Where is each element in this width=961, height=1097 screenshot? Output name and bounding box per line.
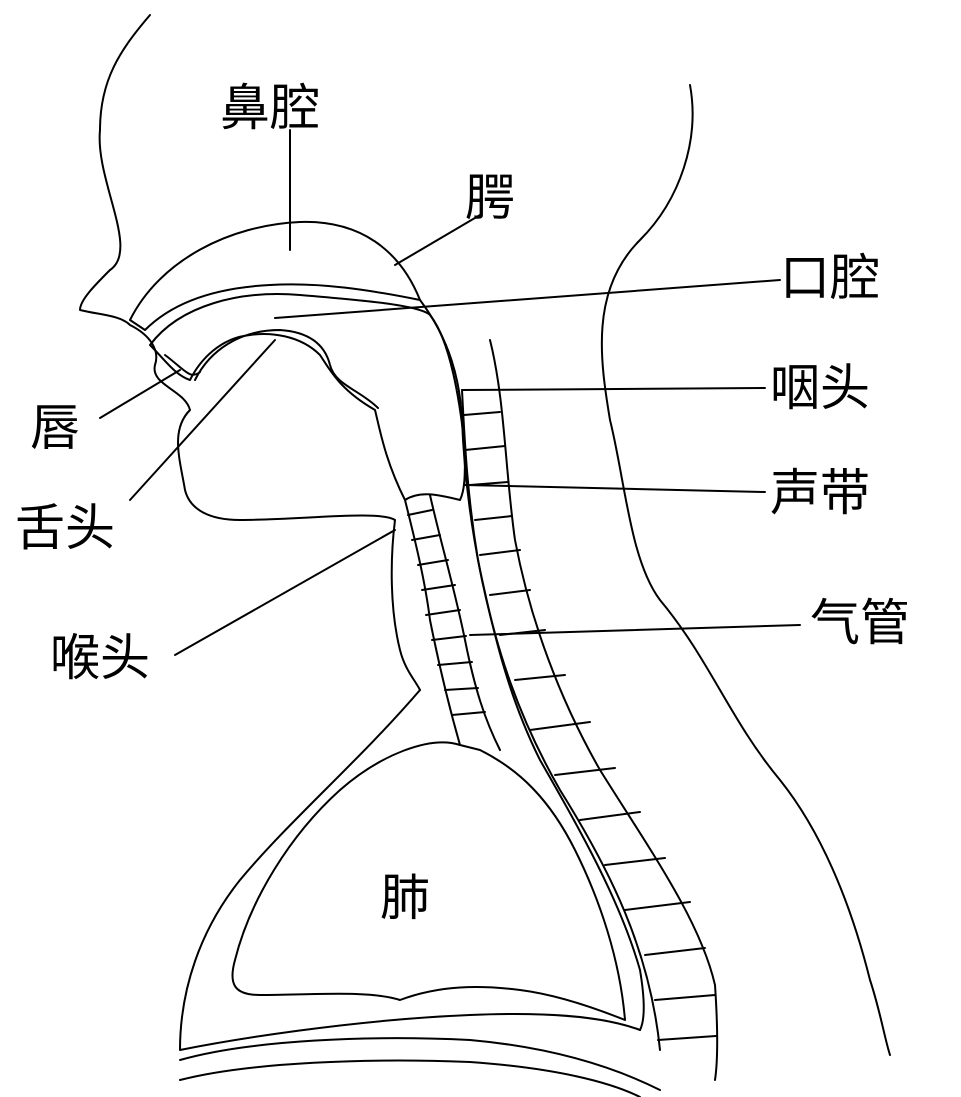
label-tongue: 舌头 bbox=[15, 499, 115, 557]
pharynx-back-wall bbox=[420, 300, 644, 1030]
diaphragm-line-1 bbox=[180, 1038, 660, 1090]
trachea-rings bbox=[408, 510, 485, 715]
spine-back-line bbox=[490, 340, 717, 1080]
nasal-cavity-shape bbox=[130, 222, 420, 330]
leader-tongue bbox=[130, 340, 275, 500]
label-larynx: 喉头 bbox=[50, 629, 150, 687]
tongue-outline bbox=[195, 330, 378, 408]
leader-trachea bbox=[470, 625, 800, 635]
label-lips: 唇 bbox=[30, 399, 80, 457]
leader-pharynx bbox=[462, 388, 765, 390]
label-vocal-cords: 声带 bbox=[770, 464, 870, 522]
leader-lips bbox=[100, 370, 180, 418]
label-palate: 腭 bbox=[465, 169, 515, 227]
label-trachea: 气管 bbox=[810, 594, 910, 652]
label-nasal-cavity: 鼻腔 bbox=[220, 79, 320, 137]
leader-larynx bbox=[175, 530, 395, 655]
spine-segments bbox=[464, 412, 716, 1040]
label-oral-cavity: 口腔 bbox=[780, 249, 880, 307]
label-pharynx: 咽头 bbox=[770, 359, 870, 417]
head-back-outline bbox=[602, 85, 890, 1055]
label-lung: 肺 bbox=[380, 869, 430, 927]
oral-cavity-shape bbox=[150, 294, 465, 500]
diaphragm-line-2 bbox=[180, 1061, 640, 1097]
trachea-back-line bbox=[430, 495, 500, 750]
